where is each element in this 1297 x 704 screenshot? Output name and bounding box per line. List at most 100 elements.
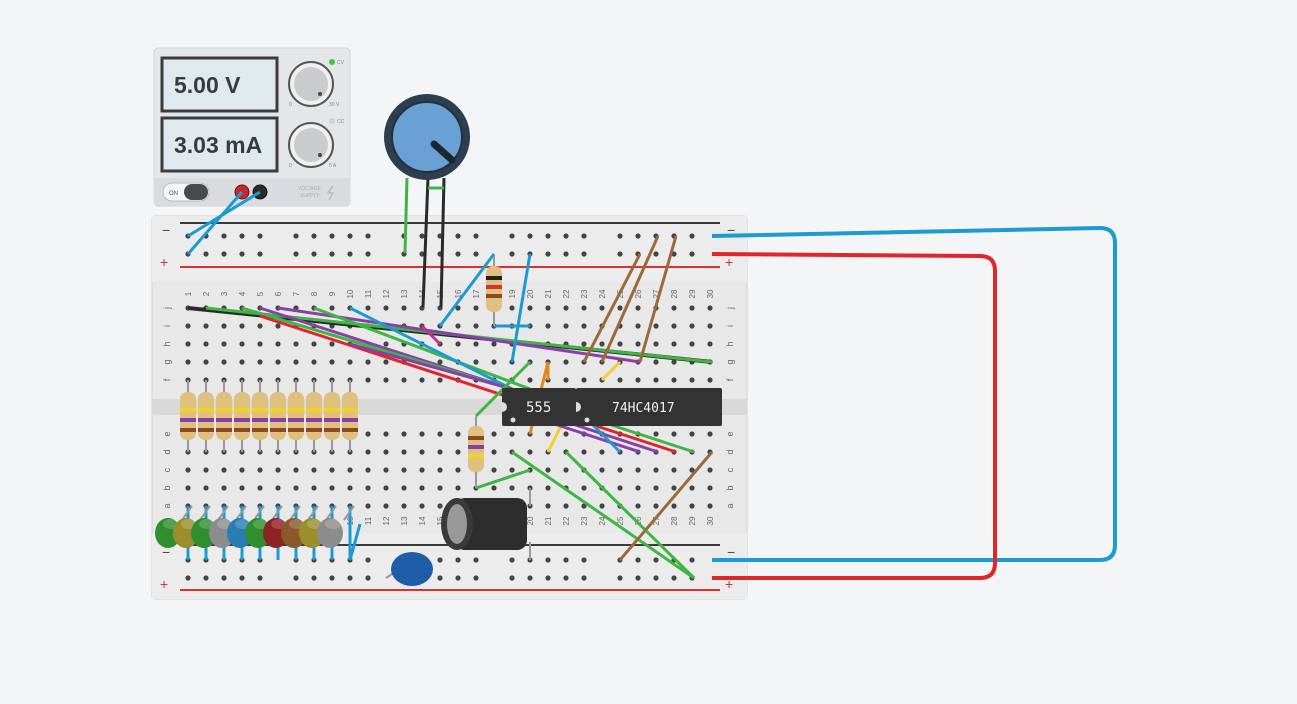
terminal-hole[interactable] — [635, 467, 641, 473]
rail-hole[interactable] — [671, 575, 677, 581]
terminal-hole[interactable] — [653, 431, 659, 437]
terminal-hole[interactable] — [599, 503, 605, 509]
terminal-hole[interactable] — [383, 305, 389, 311]
rail-hole[interactable] — [185, 575, 191, 581]
terminal-hole[interactable] — [617, 485, 623, 491]
terminal-hole[interactable] — [401, 431, 407, 437]
terminal-hole[interactable] — [473, 305, 479, 311]
terminal-hole[interactable] — [671, 323, 677, 329]
terminal-hole[interactable] — [383, 377, 389, 383]
terminal-hole[interactable] — [293, 341, 299, 347]
terminal-hole[interactable] — [203, 323, 209, 329]
rail-hole[interactable] — [329, 251, 335, 257]
terminal-hole[interactable] — [671, 305, 677, 311]
green-jumper-wire-3[interactable] — [313, 306, 531, 391]
terminal-hole[interactable] — [617, 341, 623, 347]
rail-hole[interactable] — [545, 233, 551, 239]
terminal-hole[interactable] — [437, 449, 443, 455]
rail-hole[interactable] — [527, 575, 533, 581]
terminal-hole[interactable] — [383, 431, 389, 437]
terminal-hole[interactable] — [635, 305, 641, 311]
terminal-hole[interactable] — [185, 485, 191, 491]
terminal-hole[interactable] — [365, 485, 371, 491]
rail-hole[interactable] — [545, 557, 551, 563]
terminal-hole[interactable] — [689, 323, 695, 329]
led-resistor[interactable] — [306, 380, 322, 452]
terminal-hole[interactable] — [293, 467, 299, 473]
terminal-hole[interactable] — [203, 467, 209, 473]
terminal-hole[interactable] — [455, 449, 461, 455]
terminal-hole[interactable] — [329, 359, 335, 365]
terminal-hole[interactable] — [671, 467, 677, 473]
rail-hole[interactable] — [437, 557, 443, 563]
rail-hole[interactable] — [545, 251, 551, 257]
terminal-hole[interactable] — [455, 431, 461, 437]
terminal-hole[interactable] — [185, 323, 191, 329]
rail-hole[interactable] — [365, 233, 371, 239]
terminal-hole[interactable] — [203, 359, 209, 365]
red-jumper-wire[interactable] — [259, 314, 513, 400]
terminal-hole[interactable] — [293, 359, 299, 365]
terminal-hole[interactable] — [347, 467, 353, 473]
green-lower-wire-5[interactable] — [474, 378, 514, 418]
terminal-hole[interactable] — [671, 485, 677, 491]
terminal-hole[interactable] — [689, 467, 695, 473]
terminal-hole[interactable] — [419, 431, 425, 437]
terminal-hole[interactable] — [185, 359, 191, 365]
rail-hole[interactable] — [257, 251, 263, 257]
magenta-jumper-wire[interactable] — [420, 324, 442, 346]
terminal-hole[interactable] — [689, 341, 695, 347]
terminal-hole[interactable] — [401, 467, 407, 473]
terminal-hole[interactable] — [293, 485, 299, 491]
rail-hole[interactable] — [635, 233, 641, 239]
terminal-hole[interactable] — [383, 503, 389, 509]
terminal-hole[interactable] — [545, 503, 551, 509]
terminal-hole[interactable] — [581, 323, 587, 329]
terminal-hole[interactable] — [617, 305, 623, 311]
rail-hole[interactable] — [239, 251, 245, 257]
rail-hole[interactable] — [419, 233, 425, 239]
terminal-hole[interactable] — [545, 323, 551, 329]
terminal-hole[interactable] — [239, 359, 245, 365]
terminal-hole[interactable] — [329, 341, 335, 347]
rail-hole[interactable] — [581, 233, 587, 239]
terminal-hole[interactable] — [707, 503, 713, 509]
terminal-hole[interactable] — [221, 323, 227, 329]
terminal-hole[interactable] — [653, 485, 659, 491]
terminal-hole[interactable] — [185, 467, 191, 473]
terminal-hole[interactable] — [545, 467, 551, 473]
terminal-hole[interactable] — [437, 485, 443, 491]
terminal-hole[interactable] — [401, 485, 407, 491]
power-switch[interactable]: ON — [162, 182, 210, 202]
terminal-hole[interactable] — [329, 305, 335, 311]
green-lower-wire-1[interactable] — [511, 450, 695, 580]
terminal-hole[interactable] — [599, 449, 605, 455]
terminal-hole[interactable] — [365, 503, 371, 509]
terminal-hole[interactable] — [365, 467, 371, 473]
terminal-hole[interactable] — [563, 377, 569, 383]
rail-hole[interactable] — [509, 233, 515, 239]
terminal-hole[interactable] — [419, 467, 425, 473]
led-resistor[interactable] — [270, 380, 286, 452]
led-ground-wire[interactable] — [348, 523, 362, 561]
terminal-hole[interactable] — [347, 485, 353, 491]
terminal-hole[interactable] — [491, 431, 497, 437]
rail-hole[interactable] — [473, 575, 479, 581]
led-resistor[interactable] — [198, 380, 214, 452]
rail-hole[interactable] — [563, 251, 569, 257]
terminal-hole[interactable] — [365, 305, 371, 311]
terminal-hole[interactable] — [635, 485, 641, 491]
pot-black-wire-1[interactable] — [421, 177, 430, 308]
led-resistor[interactable] — [180, 380, 196, 452]
terminal-hole[interactable] — [581, 503, 587, 509]
rail-hole[interactable] — [689, 557, 695, 563]
terminal-hole[interactable] — [599, 305, 605, 311]
terminal-hole[interactable] — [707, 377, 713, 383]
terminal-hole[interactable] — [563, 503, 569, 509]
terminal-hole[interactable] — [653, 341, 659, 347]
terminal-hole[interactable] — [203, 341, 209, 347]
rail-hole[interactable] — [239, 233, 245, 239]
rail-hole[interactable] — [419, 251, 425, 257]
brown-wire-1[interactable] — [582, 253, 642, 363]
terminal-hole[interactable] — [275, 341, 281, 347]
